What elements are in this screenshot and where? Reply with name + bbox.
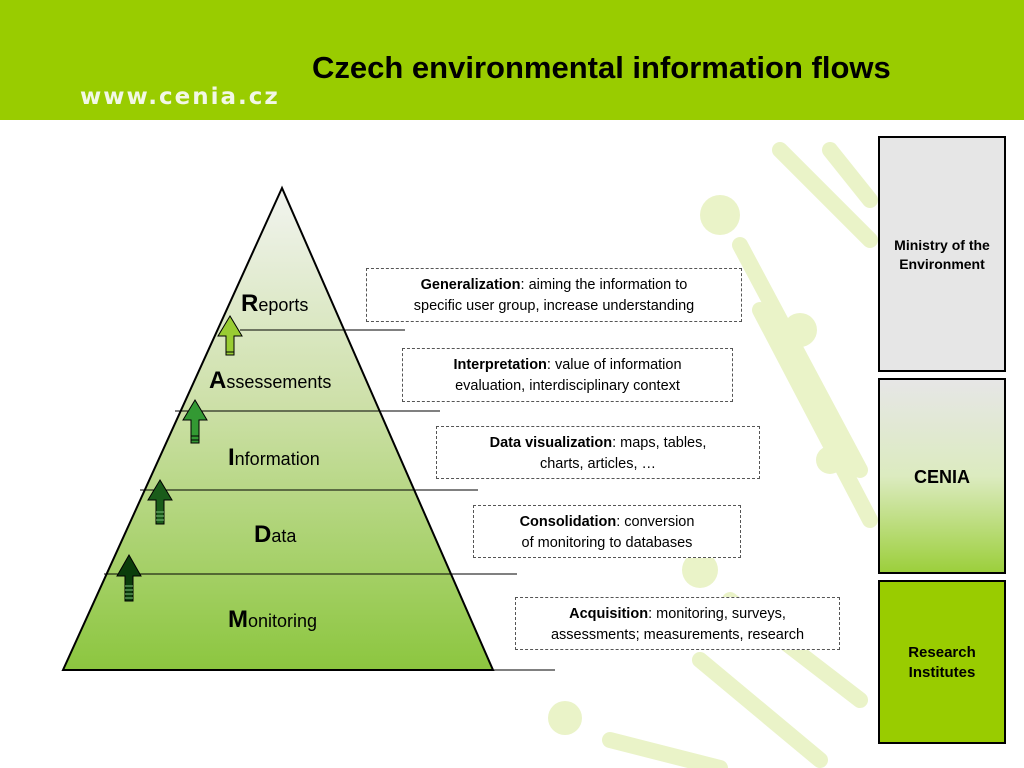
- level-initial: R: [241, 290, 259, 317]
- note-term: Acquisition: [569, 606, 649, 622]
- note-term: Interpretation: [453, 357, 547, 373]
- note-consolidation: Consolidation: conversion of monitoring …: [473, 505, 741, 558]
- header-bar: Czech environmental information flows ww…: [0, 0, 1024, 120]
- cenia-fill: [880, 380, 1004, 572]
- up-arrow-icon: [147, 479, 173, 525]
- cenia-label: CENIA: [913, 467, 970, 487]
- deco-ray: [602, 732, 728, 768]
- level-initial: M: [228, 606, 248, 633]
- deco-dot: [548, 701, 582, 735]
- note-text: : monitoring, surveys,: [648, 606, 786, 622]
- level-text: ata: [271, 526, 297, 546]
- note-text: of monitoring to databases: [521, 535, 693, 551]
- note-text: charts, articles, …: [539, 456, 657, 472]
- deco-ray: [692, 652, 828, 768]
- note-data-visualization: Data visualization: maps, tables, charts…: [436, 426, 760, 479]
- note-term: Generalization: [420, 277, 521, 293]
- level-initial: I: [228, 444, 235, 471]
- note-term: Consolidation: [519, 514, 617, 530]
- level-reports: Reports: [241, 290, 308, 318]
- up-arrow-icon: [182, 399, 208, 444]
- note-text: : conversion: [616, 514, 695, 530]
- note-text: : maps, tables,: [612, 435, 707, 451]
- ministry-box: Ministry of the Environment: [878, 136, 1006, 372]
- note-text: : value of information: [546, 357, 682, 373]
- ministry-label: Ministry of the: [894, 237, 990, 253]
- up-arrow-icon: [217, 315, 243, 356]
- research-label: Institutes: [908, 664, 976, 681]
- site-url: www.cenia.cz: [80, 84, 280, 110]
- research-box: Research Institutes: [878, 580, 1006, 744]
- deco-ray: [752, 302, 878, 528]
- level-text: onitoring: [248, 611, 318, 631]
- up-arrow-icon: [116, 553, 142, 602]
- level-initial: A: [209, 367, 227, 394]
- note-text: evaluation, interdisciplinary context: [455, 378, 680, 394]
- deco-dot: [700, 195, 740, 235]
- page-title: Czech environmental information flows: [312, 50, 891, 85]
- level-text: nformation: [234, 449, 320, 469]
- research-label: Research: [908, 644, 976, 661]
- deco-dot: [682, 552, 718, 588]
- deco-ray: [772, 142, 878, 248]
- note-generalization: Generalization: aiming the information t…: [366, 268, 742, 322]
- level-initial: D: [254, 521, 272, 548]
- note-acquisition: Acquisition: monitoring, surveys, assess…: [515, 597, 840, 650]
- level-assessements: Assessements: [209, 367, 331, 395]
- cenia-box: CENIA: [878, 378, 1006, 574]
- note-term: Data visualization: [489, 435, 613, 451]
- level-text: eports: [258, 295, 309, 315]
- pyramid-shape: [61, 185, 495, 671]
- deco-ray: [732, 237, 868, 478]
- note-text: : aiming the information to: [520, 277, 688, 293]
- note-interpretation: Interpretation: value of information eva…: [402, 348, 733, 402]
- level-monitoring: Monitoring: [228, 606, 317, 634]
- deco-ray: [822, 142, 878, 208]
- level-data: Data: [254, 521, 296, 549]
- note-text: specific user group, increase understand…: [413, 298, 695, 314]
- level-information: Information: [228, 444, 320, 472]
- note-text: assessments; measurements, research: [550, 627, 805, 643]
- level-text: ssessements: [226, 372, 332, 392]
- ministry-label: Environment: [899, 256, 985, 272]
